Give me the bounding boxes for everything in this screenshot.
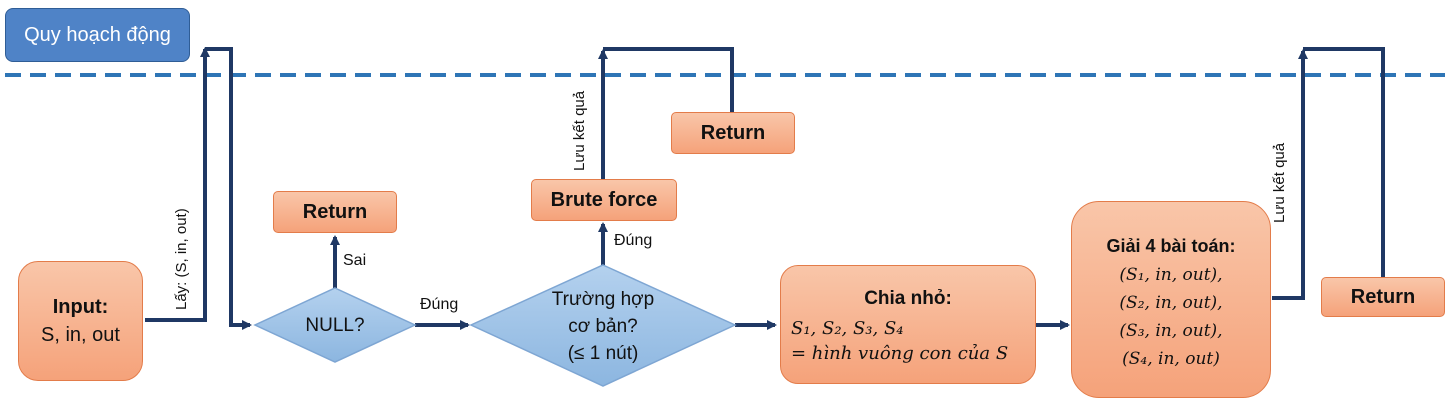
null-check-text: NULL? — [305, 315, 365, 336]
connector-memo-to-return-1 — [603, 47, 734, 112]
base-case-line3: (≤ 1 nút) — [567, 343, 639, 364]
base-case-text: Trường hợp cơ bản? (≤ 1 nút) — [520, 286, 686, 367]
label-false: Sai — [343, 252, 367, 269]
base-case-diamond — [469, 264, 737, 387]
base-case-line2: cơ bản? — [568, 316, 638, 337]
label-get-args: Lấy: (S, in, out) — [173, 208, 190, 310]
label-true-basecase: Đúng — [614, 232, 653, 249]
brute-force-box: Brute force — [531, 179, 677, 221]
base-case-line1: Trường hợp — [551, 289, 655, 310]
divide-box: Chia nhỏ: S₁, S₂, S₃, S₄ = hình vuông co… — [780, 265, 1036, 384]
label-save-result-2: Lưu kết quả — [1271, 142, 1288, 223]
return-box-solve: Return — [1321, 277, 1445, 317]
divide-line2: = hình vuông con của S — [791, 343, 1009, 364]
divide-line1: S₁, S₂, S₃, S₄ — [791, 318, 904, 339]
solve-item: (S₃, in, out), — [1119, 321, 1223, 341]
arrow-input-to-memo — [145, 47, 210, 322]
title-text: Quy hoạch động — [24, 23, 171, 46]
solve-item: (S₂, in, out), — [1119, 293, 1223, 313]
input-box: Input: S, in, out — [18, 261, 143, 381]
null-check-diamond — [253, 287, 417, 363]
return-box-bruteforce: Return — [671, 112, 795, 154]
title-box: Quy hoạch động — [5, 8, 190, 62]
connector-memo-to-return-2 — [1303, 47, 1385, 277]
solve-box: Giải 4 bài toán: (S₁, in, out), (S₂, in,… — [1071, 201, 1271, 398]
input-heading: Input: — [52, 296, 109, 318]
solve-heading: Giải 4 bài toán: — [1106, 236, 1236, 256]
input-value: S, in, out — [41, 324, 120, 346]
divide-heading: Chia nhỏ: — [864, 288, 952, 309]
solve-item: (S₁, in, out), — [1119, 265, 1223, 285]
label-true-null: Đúng — [420, 296, 459, 313]
solve-item: (S₄, in, out) — [1122, 349, 1220, 369]
return-box-null: Return — [273, 191, 397, 233]
arrow-solve-to-memo — [1272, 49, 1308, 300]
label-save-result-1: Lưu kết quả — [571, 90, 588, 171]
arrow-memo-to-null — [205, 47, 252, 330]
